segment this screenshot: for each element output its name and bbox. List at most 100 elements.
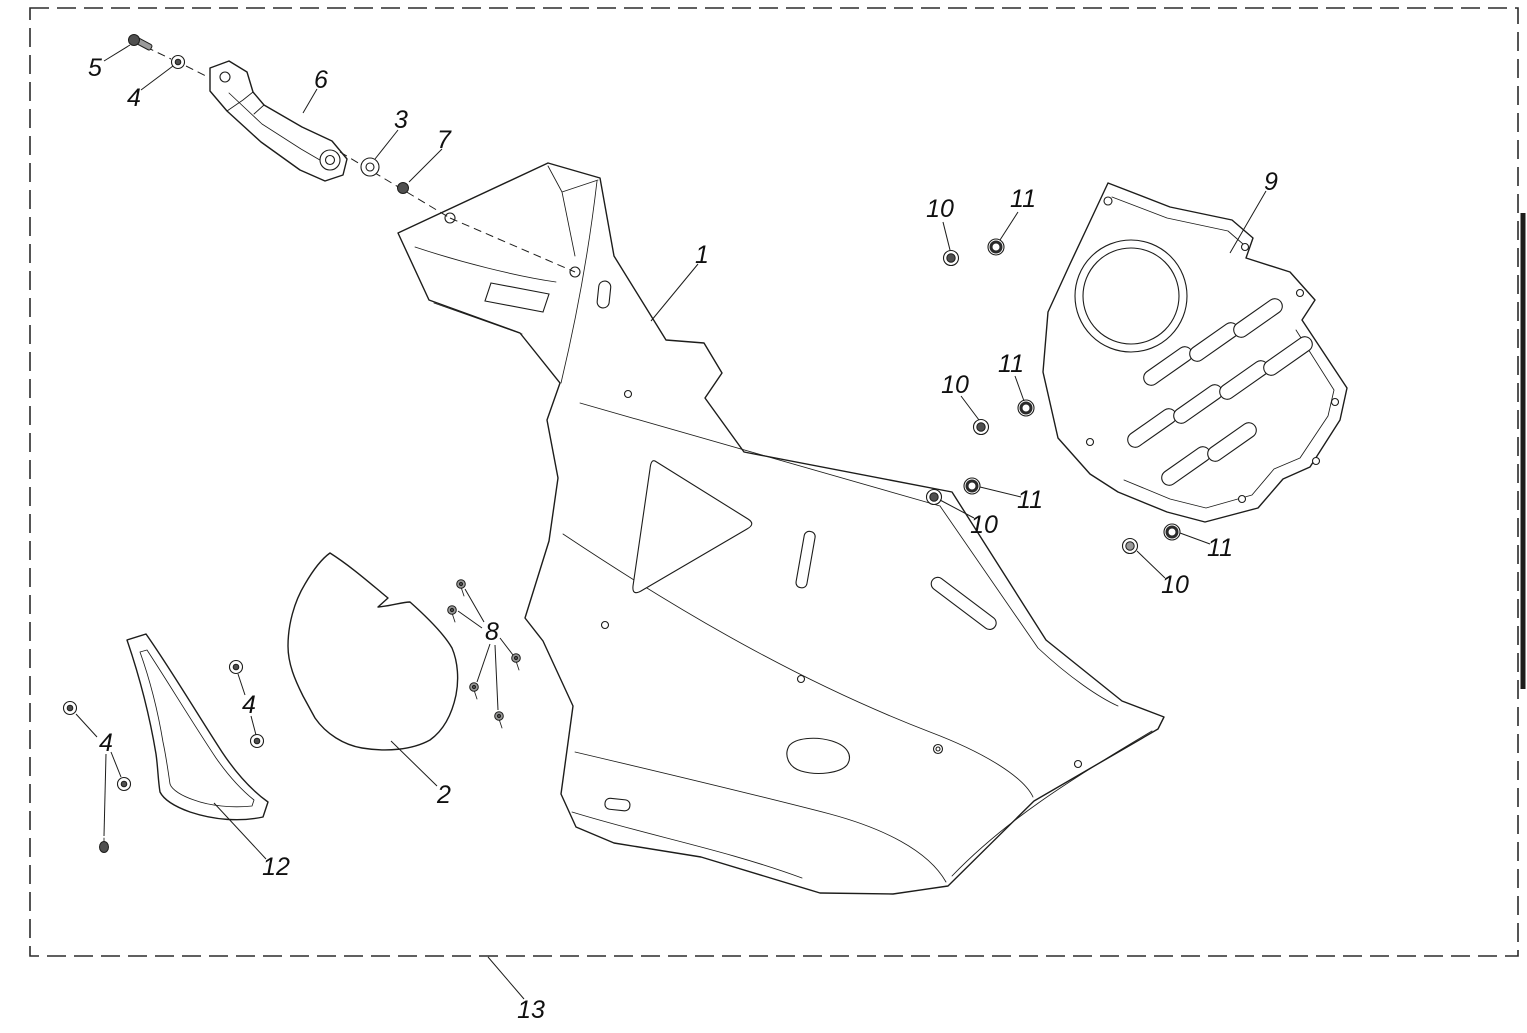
nut-center (174, 58, 182, 66)
bracket-outline (209, 60, 348, 182)
bracket-end-hole (324, 154, 336, 166)
panel-oval-slot (596, 280, 612, 309)
panel-slot-a (795, 530, 816, 589)
callout-10-b: 10 (941, 371, 969, 399)
screw-drive (513, 655, 519, 661)
part-8-screws (447, 579, 521, 729)
bolt-head (99, 841, 109, 853)
gasket-outline (287, 552, 459, 751)
leader-4c-3 (103, 753, 107, 837)
part-3-washer (360, 157, 380, 177)
leader-13 (487, 956, 525, 1000)
cover-inner-top (1111, 196, 1244, 245)
part-10-nut-b (972, 418, 990, 436)
screw-drive (471, 684, 477, 690)
part-4-nut-b (228, 659, 244, 675)
part-11-washer-d (1163, 523, 1181, 541)
panel-mid-web (562, 533, 1034, 798)
panel-corner-web (951, 730, 1153, 877)
part-5-bolt (128, 34, 153, 51)
callout-10-a: 10 (926, 195, 954, 223)
part-4-bolt-f (99, 837, 109, 853)
panel-bottom-slot (604, 797, 631, 812)
leader-9 (1229, 190, 1267, 254)
callout-6: 6 (314, 66, 328, 94)
washer-annulus (1019, 401, 1033, 415)
part-11-washer-b (1017, 399, 1035, 417)
leader-7 (408, 148, 443, 183)
panel-tip-facets (547, 165, 599, 257)
part-4-nut-a (170, 54, 186, 70)
dashed-frame (29, 7, 1519, 957)
leader-6 (302, 88, 318, 114)
callout-10-d: 10 (1161, 571, 1189, 599)
part-9-cover-plate (1042, 182, 1348, 523)
panel-bottom-edge-inner (571, 811, 803, 879)
leader-10b (960, 395, 980, 421)
callout-11-b: 11 (998, 350, 1024, 378)
callout-11-c: 11 (1017, 486, 1043, 514)
panel-holes (444, 212, 1083, 769)
part-10-nut-c (925, 488, 943, 506)
bracket-inner-edge (228, 92, 326, 164)
washer-inner (365, 162, 375, 172)
part-10-nut-d (1121, 537, 1139, 555)
cover-big-opening (1082, 247, 1180, 345)
hole (1311, 456, 1321, 466)
panel-top-edge-inner (579, 402, 941, 507)
washer-annulus (1165, 525, 1179, 539)
part-6-bracket (209, 60, 348, 182)
cover-inner-bottom (1123, 329, 1335, 509)
callout-11-d: 11 (1207, 534, 1233, 562)
callout-4-a: 4 (127, 84, 141, 112)
screw (469, 682, 479, 700)
bracket-facets (226, 91, 265, 115)
callout-7: 7 (437, 126, 452, 154)
part-4-nut-e (116, 776, 132, 792)
part-4-nut-d (62, 700, 78, 716)
nut-body (946, 253, 956, 263)
leader-12 (213, 802, 267, 860)
leader-10d (1136, 550, 1166, 579)
sheet-border (29, 7, 1526, 957)
hole (1295, 288, 1305, 298)
panel-blob-cutout (786, 737, 850, 774)
panel-ridge (560, 180, 598, 384)
hole (1103, 196, 1113, 206)
leader-10c (939, 499, 975, 519)
panel-arm-line-bottom (433, 302, 523, 335)
panel-arm-line-top (414, 246, 557, 283)
leader-lines (75, 44, 1267, 1000)
part-1-main-panel (397, 162, 1165, 895)
callout-10-c: 10 (970, 511, 998, 539)
washer-annulus (989, 240, 1003, 254)
part-11-washer-a (987, 238, 1005, 256)
hole (1237, 494, 1247, 504)
leader-10a (942, 221, 951, 251)
bracket-top-hole (219, 71, 231, 83)
callout-9: 9 (1264, 168, 1278, 196)
callout-13: 13 (517, 996, 545, 1024)
callout-12: 12 (262, 853, 290, 881)
part-10-nut-a (942, 249, 960, 267)
leader-1 (650, 263, 699, 322)
panel-triangle-cutout (632, 460, 753, 594)
screw (456, 579, 466, 597)
vent-slot (1263, 336, 1313, 376)
bolt-head (128, 34, 140, 46)
leader-8-1 (464, 588, 485, 623)
leader-8-2 (457, 610, 483, 629)
nut-body (929, 492, 939, 502)
nut-center (120, 780, 128, 788)
screw-drive (449, 607, 455, 613)
part-11-washer-c (963, 477, 981, 495)
nut-center (232, 663, 240, 671)
nut-center (66, 704, 74, 712)
hole (1085, 437, 1095, 447)
leader-8-3 (499, 637, 514, 656)
leader-8-5 (494, 644, 499, 711)
callout-3: 3 (394, 106, 408, 134)
leader-4c-1 (75, 713, 98, 738)
fin-outline (126, 633, 269, 821)
